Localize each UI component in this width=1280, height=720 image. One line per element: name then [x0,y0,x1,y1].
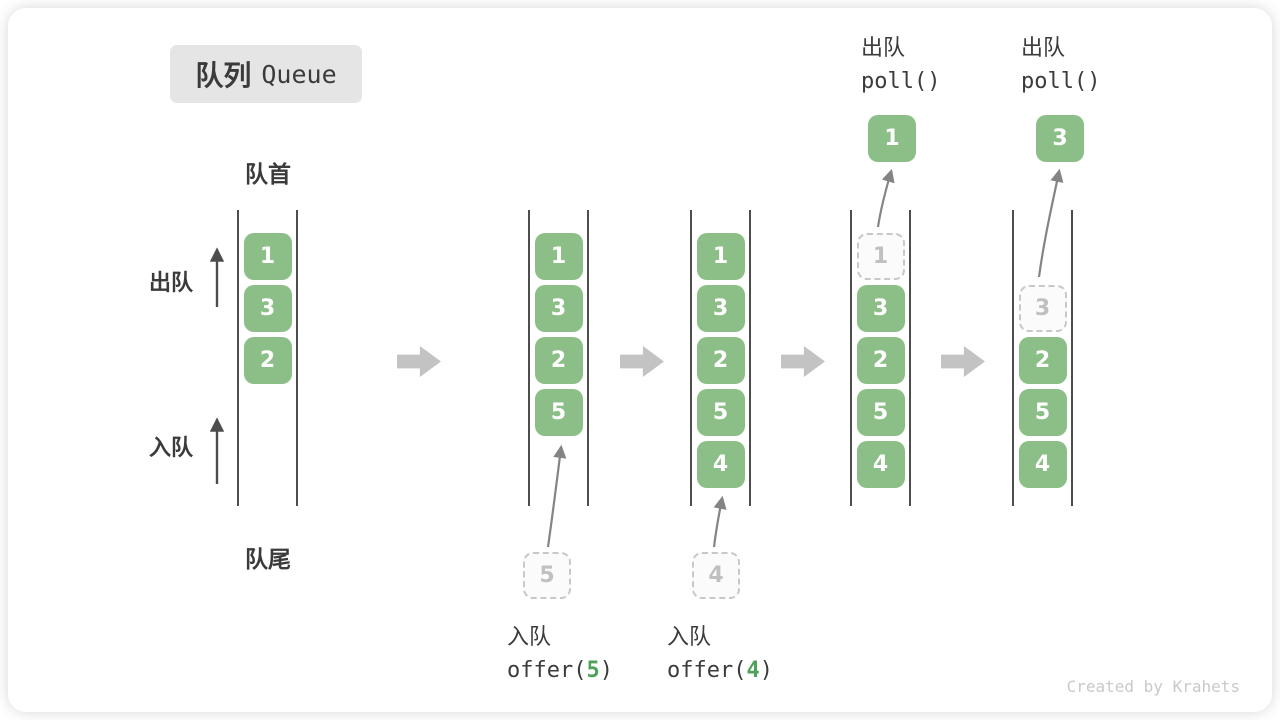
queue-state-2: 1 3 2 5 [528,210,589,506]
operation-action-label: 出队 [861,35,906,60]
popped-element: 1 [868,115,916,162]
code-text: ) [599,658,613,683]
operation-code: poll() [861,69,941,94]
label-queue-front: 队首 [245,161,291,187]
title-box: 队列 Queue [170,45,362,103]
operation-enqueue-5: 入队 offer(5) [507,619,613,683]
queue-element: 5 [696,389,745,436]
queue-element-removed-ghost: 3 [1018,285,1067,332]
code-arg: 5 [586,658,600,683]
label-enqueue-direction: 入队 [149,435,194,460]
queue-element: 5 [534,389,583,436]
incoming-element-ghost: 4 [692,552,740,599]
label-dequeue-direction: 出队 [149,270,194,295]
queue-element: 4 [1018,441,1067,488]
operation-code: poll() [1021,69,1101,94]
code-text: offer( [667,658,747,683]
incoming-element-ghost: 5 [523,552,571,599]
queue-element: 3 [696,285,745,332]
queue-element: 5 [1018,389,1067,436]
queue-state-3: 1 3 2 5 4 [690,210,751,506]
operation-poll-1: 出队 poll() [861,30,940,94]
queue-element: 4 [856,441,905,488]
queue-element: 3 [243,285,292,332]
queue-element: 2 [243,337,292,384]
operation-code: offer(4) [667,658,773,683]
queue-state-1: 1 3 2 [237,210,298,506]
queue-element: 1 [243,233,292,280]
operation-code: offer(5) [507,658,613,683]
operation-action-label: 入队 [667,624,712,649]
operation-action-label: 出队 [1021,35,1066,60]
queue-element: 2 [1018,337,1067,384]
queue-element: 2 [856,337,905,384]
queue-element-removed-ghost: 1 [856,233,905,280]
title-zh: 队列 [195,60,252,91]
popped-element: 3 [1036,115,1084,162]
queue-element: 1 [534,233,583,280]
queue-element: 3 [856,285,905,332]
queue-element: 2 [696,337,745,384]
queue-element: 4 [696,441,745,488]
code-text: ) [759,658,773,683]
credit-watermark: Created by Krahets [1066,677,1240,696]
title-en: Queue [261,59,337,89]
queue-element: 3 [534,285,583,332]
label-queue-rear: 队尾 [245,546,291,572]
operation-action-label: 入队 [507,624,552,649]
queue-state-4: 1 3 2 5 4 [850,210,911,506]
queue-element: 2 [534,337,583,384]
code-text: offer( [507,658,587,683]
queue-state-5: 3 2 5 4 [1012,210,1073,506]
queue-element: 1 [696,233,745,280]
code-arg: 4 [746,658,760,683]
operation-enqueue-4: 入队 offer(4) [667,619,773,683]
operation-poll-2: 出队 poll() [1021,30,1100,94]
queue-element: 5 [856,389,905,436]
